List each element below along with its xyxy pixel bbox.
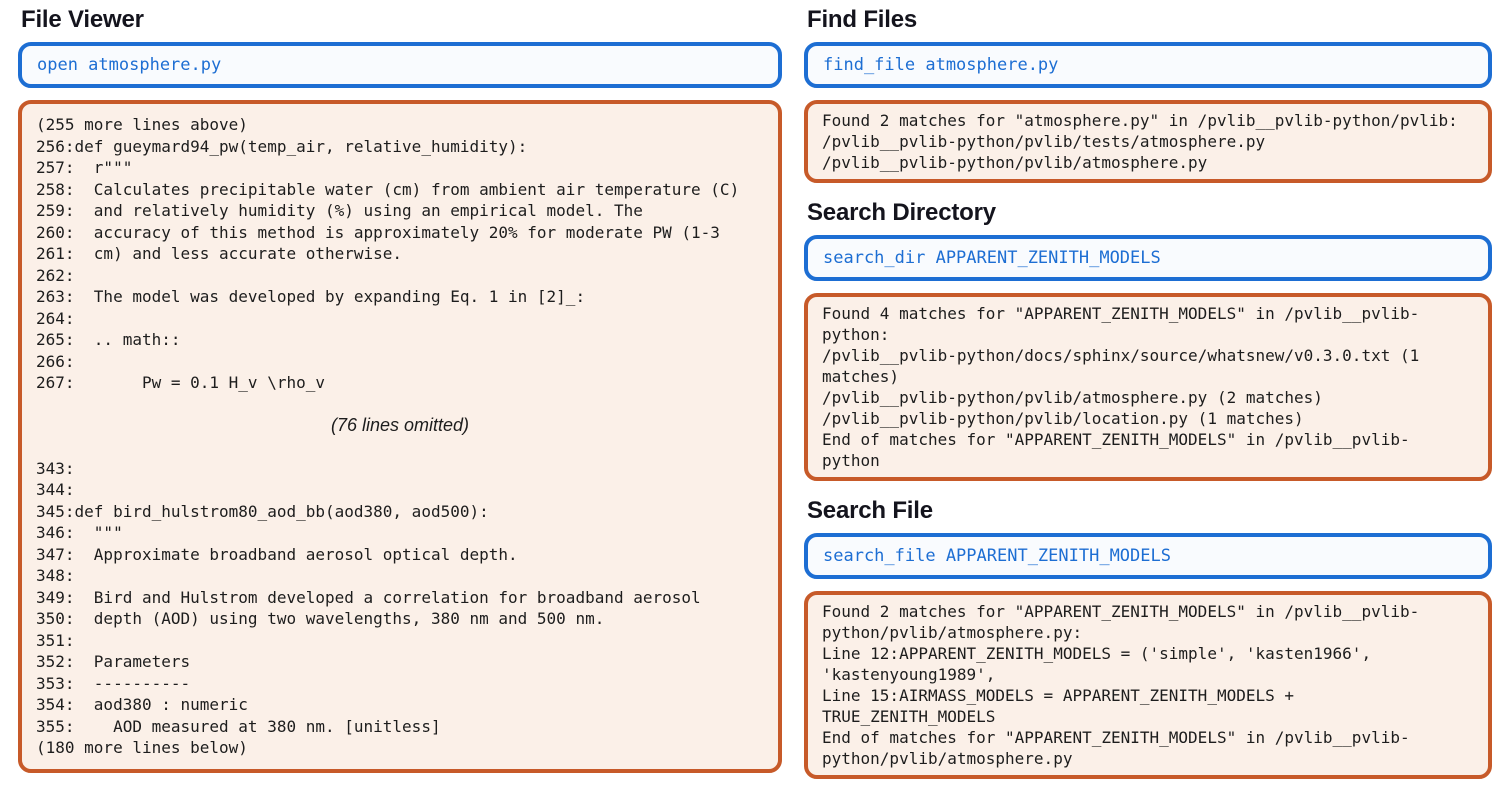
file-viewer-title: File Viewer: [21, 6, 144, 33]
code-line: 353: ----------: [36, 673, 191, 693]
search-file-title: Search File: [807, 497, 933, 524]
code-line: 264:: [36, 308, 75, 328]
find-files-section: Find Files find_file atmosphere.py Found…: [804, 6, 1492, 183]
code-line: 344:: [36, 480, 75, 499]
search-directory-title: Search Directory: [807, 199, 996, 226]
file-viewer-output-box: (255 more lines above) 256:def gueymard94…: [18, 100, 782, 773]
code-line: /pvlib__pvlib-python/pvlib/location.py (…: [822, 409, 1304, 428]
code-line: (255 more lines above): [36, 115, 248, 134]
code-line: 257: r""": [36, 158, 133, 177]
code-line: 355: AOD measured at 380 nm. [unitless]: [36, 716, 441, 736]
code-line: 347: Approximate broadband aerosol optic…: [36, 544, 518, 564]
right-column: Find Files find_file atmosphere.py Found…: [804, 0, 1492, 779]
code-line: /pvlib__pvlib-python/docs/sphinx/source/…: [822, 346, 1420, 365]
code-line: 'kastenyoung1989',: [822, 665, 996, 684]
code-line: 258: Calculates precipitable water (cm) …: [36, 179, 740, 199]
code-line: 352: Parameters: [36, 652, 191, 671]
code-line: python/pvlib/atmosphere.py:: [822, 623, 1083, 642]
code-line: 259: and relatively humidity (%) using a…: [36, 201, 643, 220]
code-line: 346: """: [36, 523, 123, 542]
code-line: 262:: [36, 265, 75, 285]
code-line: /pvlib__pvlib-python/pvlib/atmosphere.py…: [822, 388, 1323, 407]
search-file-command-text: search_file APPARENT_ZENITH_MODELS: [823, 546, 1171, 566]
code-line: python/pvlib/atmosphere.py: [822, 749, 1073, 768]
omitted-lines-note: (76 lines omitted): [330, 415, 470, 435]
code-line: /pvlib__pvlib-python/pvlib/atmosphere.py: [822, 153, 1208, 172]
code-line: 350: depth (AOD) using two wavelengths, …: [36, 609, 605, 628]
code-line: End of matches for "APPARENT_ZENITH_MODE…: [822, 430, 1410, 449]
file-viewer-output-top: (255 more lines above) 256:def gueymard94…: [36, 114, 764, 394]
file-viewer-command-text: open atmosphere.py: [37, 55, 222, 75]
find-files-command-text: find_file atmosphere.py: [823, 55, 1059, 75]
code-line: Line 12:APPARENT_ZENITH_MODELS = ('simpl…: [822, 644, 1372, 663]
code-line: 265: .. math::: [36, 330, 181, 349]
search-file-section: Search File search_file APPARENT_ZENITH_…: [804, 497, 1492, 779]
code-line: Line 15:AIRMASS_MODELS = APPARENT_ZENITH…: [822, 686, 1295, 705]
code-line: 267: Pw = 0.1 H_v \rho_v: [36, 373, 325, 392]
file-viewer-section: File Viewer open atmosphere.py (255 more…: [18, 0, 782, 773]
code-line: python: [822, 451, 880, 470]
code-line: Found 4 matches for "APPARENT_ZENITH_MOD…: [822, 304, 1420, 323]
code-line: 261: cm) and less accurate otherwise.: [36, 244, 403, 263]
code-line: 354: aod380 : numeric: [36, 695, 248, 714]
code-line: (180 more lines below): [36, 738, 248, 757]
file-viewer-output-bottom: 343: 344: 345:def bird_hulstrom80_aod_bb(a…: [36, 458, 764, 759]
code-line: 256:def gueymard94_pw(temp_air, relative…: [36, 136, 528, 156]
find-files-command-box[interactable]: find_file atmosphere.py: [804, 42, 1492, 88]
code-line: 351:: [36, 630, 75, 650]
code-line: 266:: [36, 351, 75, 371]
code-line: matches): [822, 367, 900, 386]
file-viewer-command-box[interactable]: open atmosphere.py: [18, 42, 782, 88]
code-line: python:: [822, 325, 890, 344]
code-line: End of matches for "APPARENT_ZENITH_MODE…: [822, 728, 1410, 747]
code-line: 349: Bird and Hulstrom developed a corre…: [36, 587, 701, 607]
search-directory-output-box: Found 4 matches for "APPARENT_ZENITH_MOD…: [804, 293, 1492, 481]
code-line: 345:def bird_hulstrom80_aod_bb(aod380, a…: [36, 501, 489, 521]
search-directory-command-text: search_dir APPARENT_ZENITH_MODELS: [823, 248, 1161, 268]
code-line: /pvlib__pvlib-python/pvlib/tests/atmosph…: [822, 132, 1266, 151]
code-line: Found 2 matches for "atmosphere.py" in /…: [822, 111, 1458, 130]
search-directory-section: Search Directory search_dir APPARENT_ZEN…: [804, 199, 1492, 481]
code-line: 260: accuracy of this method is approxim…: [36, 222, 720, 242]
find-files-output-box: Found 2 matches for "atmosphere.py" in /…: [804, 100, 1492, 183]
code-line: 263: The model was developed by expandin…: [36, 287, 586, 306]
code-line: 348:: [36, 566, 75, 585]
search-directory-command-box[interactable]: search_dir APPARENT_ZENITH_MODELS: [804, 235, 1492, 281]
code-line: TRUE_ZENITH_MODELS: [822, 707, 996, 726]
search-file-output-box: Found 2 matches for "APPARENT_ZENITH_MOD…: [804, 591, 1492, 779]
search-file-command-box[interactable]: search_file APPARENT_ZENITH_MODELS: [804, 533, 1492, 579]
find-files-title: Find Files: [807, 6, 918, 33]
code-line: Found 2 matches for "APPARENT_ZENITH_MOD…: [822, 602, 1420, 621]
code-line: 343:: [36, 458, 75, 478]
